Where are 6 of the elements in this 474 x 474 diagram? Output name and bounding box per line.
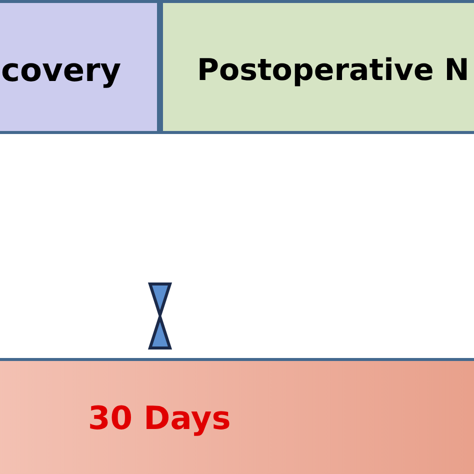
phase-label: Postoperative N bbox=[197, 53, 470, 88]
phase-label: covery bbox=[1, 51, 122, 89]
timeline-bar bbox=[0, 358, 474, 474]
phase-label: 30 Days bbox=[88, 399, 231, 437]
phase-box bbox=[160, 0, 474, 134]
phase-box bbox=[0, 0, 160, 134]
